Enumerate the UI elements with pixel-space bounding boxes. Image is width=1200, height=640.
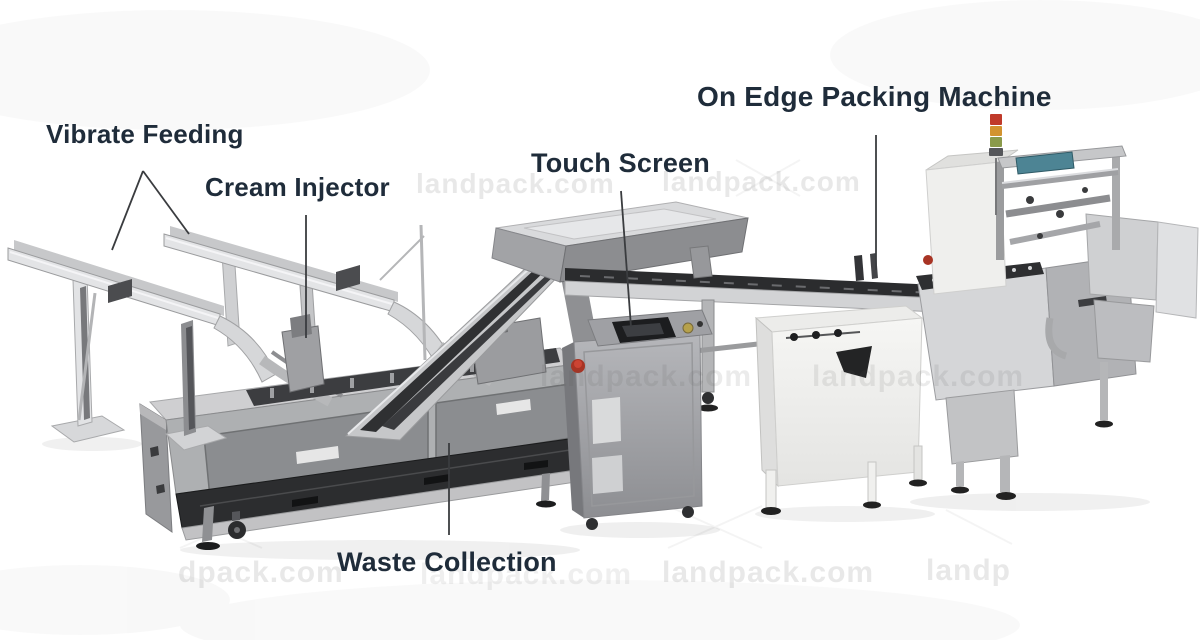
packing-machine <box>916 114 1199 500</box>
leader-vibrate-right <box>142 170 190 235</box>
sandwiching-mechanism <box>246 314 560 406</box>
cabinet-sticker <box>592 455 623 494</box>
packing-estop-button <box>923 255 933 265</box>
panel-label-sticker <box>296 446 339 464</box>
canopy-hood <box>491 201 749 346</box>
label-waste-collection: Waste Collection <box>337 547 557 577</box>
leader-vibrate-left <box>111 170 144 251</box>
film-roll-unit <box>996 145 1127 260</box>
ground-shadows <box>42 437 1150 560</box>
incline-conveyor <box>344 224 570 441</box>
label-on-edge-packing-machine: On Edge Packing Machine <box>697 81 1052 112</box>
infeed-opening <box>836 346 872 378</box>
label-cream-injector: Cream Injector <box>205 172 390 202</box>
cabinet-sticker <box>592 397 621 444</box>
packing-infeed-box <box>754 305 927 515</box>
label-vibrate-feeding: Vibrate Feeding <box>46 119 244 149</box>
film-window <box>1015 151 1075 175</box>
leader-lines <box>111 135 877 535</box>
control-cabinet <box>562 309 713 530</box>
cream-injector-unit <box>281 314 325 393</box>
machine-feet <box>196 473 556 550</box>
label-touch-screen: Touch Screen <box>531 148 710 178</box>
selector-button <box>682 322 694 334</box>
panel-label-sticker <box>496 399 531 415</box>
leader-touch-screen <box>620 190 632 328</box>
stack-light <box>989 114 1003 215</box>
